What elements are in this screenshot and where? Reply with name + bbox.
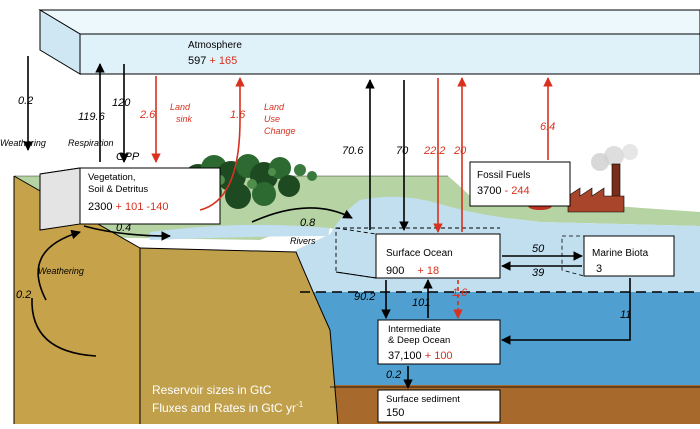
deep-ocean-value: 37,100 + 100: [388, 350, 453, 362]
vegetation-label-2: Soil & Detritus: [88, 184, 148, 195]
atmosphere-reservoir: Atmosphere 597 + 165: [38, 9, 700, 75]
factory-illustration: [528, 144, 638, 213]
surface-ocean-reservoir: Surface Ocean 900 + 18: [335, 227, 501, 279]
flux-downwelling: 90.2: [354, 291, 375, 303]
marine-biota-reservoir: Marine Biota 3: [561, 235, 675, 277]
flux-weathering-label-soil: Weathering: [38, 266, 84, 276]
flux-biota-uptake: 50: [532, 243, 545, 255]
flux-ocean-up: 70.6: [342, 145, 364, 157]
flux-deep-anthro: 1.6: [452, 287, 468, 299]
sediment-label: Surface sediment: [386, 394, 460, 405]
flux-rivers-label: Rivers: [290, 236, 316, 246]
flux-fossil-emissions: 6.4: [540, 121, 555, 133]
flux-land-use-label-2: Use: [264, 114, 280, 124]
marine-biota-value: 3: [596, 263, 602, 275]
vegetation-reservoir: Vegetation, Soil & Detritus 2300 + 101 -…: [39, 167, 221, 231]
flux-soil-runoff: 0.4: [116, 222, 131, 234]
arrow-biota-export: [501, 278, 631, 345]
arrow-rivers: [251, 207, 353, 223]
atmosphere-value: 597 + 165: [188, 55, 237, 67]
deep-ocean-label-1: Intermediate: [388, 324, 441, 335]
surface-ocean-label: Surface Ocean: [386, 248, 453, 259]
flux-ocean-down: 70: [396, 145, 409, 157]
flux-biota-export: 11: [620, 309, 631, 321]
flux-ocean-out: 20: [453, 145, 467, 157]
flux-ocean-anthro: 22.2: [423, 145, 445, 157]
vegetation-label-1: Vegetation,: [88, 172, 136, 183]
fossil-fuels-value: 3700 - 244: [477, 185, 530, 197]
flux-land-sink: 2.6: [139, 109, 156, 121]
red-flux-arrows: [151, 76, 553, 319]
surface-ocean-value: 900 + 18: [386, 265, 439, 277]
arrow-weathering-soil: [37, 229, 81, 301]
arrow-land-use: [199, 77, 245, 211]
flux-labels: 0.2 Weathering 119.6 Respiration 120 GPP…: [0, 95, 631, 381]
deep-ocean-reservoir: Intermediate & Deep Ocean 37,100 + 100: [377, 319, 501, 365]
flux-sedimentation: 0.2: [386, 369, 401, 381]
legend-flux-units: Fluxes and Rates in GtC yr-1: [152, 400, 304, 415]
black-flux-arrows: [23, 56, 631, 389]
sediment-value: 150: [386, 407, 404, 419]
river: [150, 224, 330, 240]
flux-weathering-atm: 0.2: [18, 95, 33, 107]
flux-land-sink-label-1: Land: [170, 102, 191, 112]
vegetation-value: 2300 + 101 -140: [88, 201, 168, 213]
surface-sediment-reservoir: Surface sediment 150: [377, 389, 501, 423]
flux-land-use-label-3: Change: [264, 126, 296, 136]
flux-gpp-label: GPP: [116, 151, 140, 163]
flux-gpp: 120: [112, 97, 131, 109]
arrow-weathering-loop: [31, 297, 97, 357]
soil-front-face: [14, 176, 140, 424]
soil-side-face: [140, 248, 338, 424]
flux-respiration: 119.6: [78, 111, 106, 123]
marine-biota-label: Marine Biota: [592, 248, 649, 259]
legend-reservoir-units: Reservoir sizes in GtC: [152, 383, 272, 397]
flux-land-use: 1.6: [230, 109, 246, 121]
units-legend: Reservoir sizes in GtC Fluxes and Rates …: [152, 383, 304, 415]
deep-ocean-label-2: & Deep Ocean: [388, 335, 450, 346]
flux-biota-return: 39: [532, 267, 544, 279]
fossil-fuels-reservoir: Fossil Fuels 3700 - 244: [469, 161, 571, 207]
flux-weathering-label-top: Weathering: [0, 138, 46, 148]
flux-respiration-label: Respiration: [68, 138, 114, 148]
flux-upwelling: 101: [412, 297, 430, 309]
flux-weathering-soil: 0.2: [16, 289, 31, 301]
flux-rivers: 0.8: [300, 217, 316, 229]
flux-land-use-label-1: Land: [264, 102, 285, 112]
arrow-soil-runoff: [83, 225, 171, 241]
fossil-fuels-label: Fossil Fuels: [477, 170, 530, 181]
atmosphere-label: Atmosphere: [188, 40, 242, 51]
flux-land-sink-label-2: sink: [176, 114, 193, 124]
